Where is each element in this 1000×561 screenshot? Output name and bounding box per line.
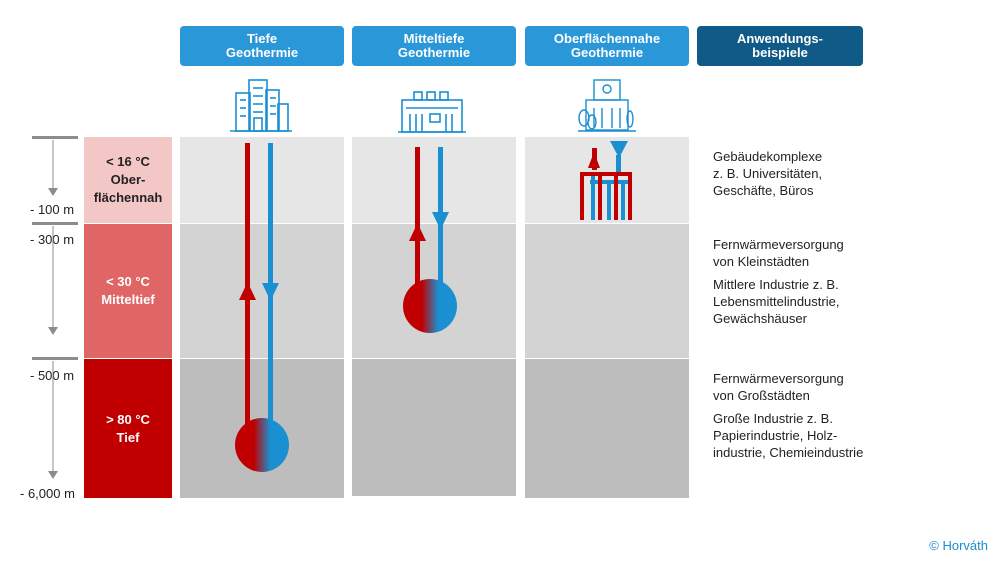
depth-label-300: - 300 m (30, 232, 75, 247)
header-oberflaechennahe-geothermie: Oberflächennahe Geothermie (525, 26, 689, 66)
zone-name: Tief (116, 429, 140, 445)
depth-label-100: - 100 m (30, 202, 75, 217)
example-mittlere-industrie: Mittlere Industrie z. B. Lebensmittelind… (713, 277, 840, 326)
zone-oberflaechennah: < 16 °C Ober- flächennah (84, 137, 172, 223)
zone-temp: < 16 °C (106, 154, 150, 169)
down-arrow-icon (432, 212, 449, 230)
example-gebaeudekomplexe: Gebäudekomplexe z. B. Universitäten, Ges… (713, 149, 823, 198)
house-trees-icon (578, 79, 636, 132)
zone-name: Ober- flächennah (93, 172, 163, 205)
col2-zone-shallow (352, 137, 516, 223)
shallow-collector (580, 141, 632, 220)
zone-tief: > 80 °C Tief (84, 359, 172, 498)
zone-temp: > 80 °C (106, 411, 150, 427)
heat-source-ball (403, 279, 457, 333)
header-anwendungsbeispiele: Anwendungs- beispiele (697, 26, 863, 66)
example-fernwaerme-kleinstaedte: Fernwärmeversorgung von Kleinstädten (713, 237, 844, 269)
depth-tick-1 (32, 222, 78, 225)
factory-icon (398, 91, 466, 133)
down-arrow-icon (262, 283, 279, 301)
depth-label-6000: - 6,000 m (20, 486, 75, 501)
city-buildings-icon (230, 79, 292, 132)
copyright: © Horváth (929, 538, 988, 553)
up-arrow-icon (239, 282, 256, 300)
zone-mitteltief: < 30 °C Mitteltief (84, 224, 172, 358)
col2-zone-deep (352, 359, 516, 496)
example-fernwaerme-grossstaedte: Fernwärmeversorgung von Großstädten (713, 371, 844, 403)
depth-arrows (48, 140, 58, 479)
down-arrow-icon (610, 141, 628, 158)
depth-tick-2 (32, 357, 78, 360)
col3-zone-deep (525, 359, 689, 498)
col1-zone-shallow (180, 137, 344, 223)
zone-name: Mitteltief (101, 292, 155, 307)
header-tiefe-geothermie: Tiefe Geothermie (180, 26, 344, 66)
zone-temp: < 30 °C (106, 274, 150, 289)
depth-tick-0 (32, 136, 78, 139)
up-arrow-icon (409, 223, 426, 241)
mid-probe (403, 147, 457, 333)
col1-zone-mid (180, 224, 344, 358)
example-grosse-industrie: Große Industrie z. B. Papierindustrie, H… (713, 411, 864, 460)
depth-label-500: - 500 m (30, 368, 75, 383)
heat-source-ball (235, 418, 289, 472)
header-mitteltiefe-geothermie: Mitteltiefe Geothermie (352, 26, 516, 66)
col3-zone-mid (525, 224, 689, 358)
deep-probe (235, 143, 289, 472)
